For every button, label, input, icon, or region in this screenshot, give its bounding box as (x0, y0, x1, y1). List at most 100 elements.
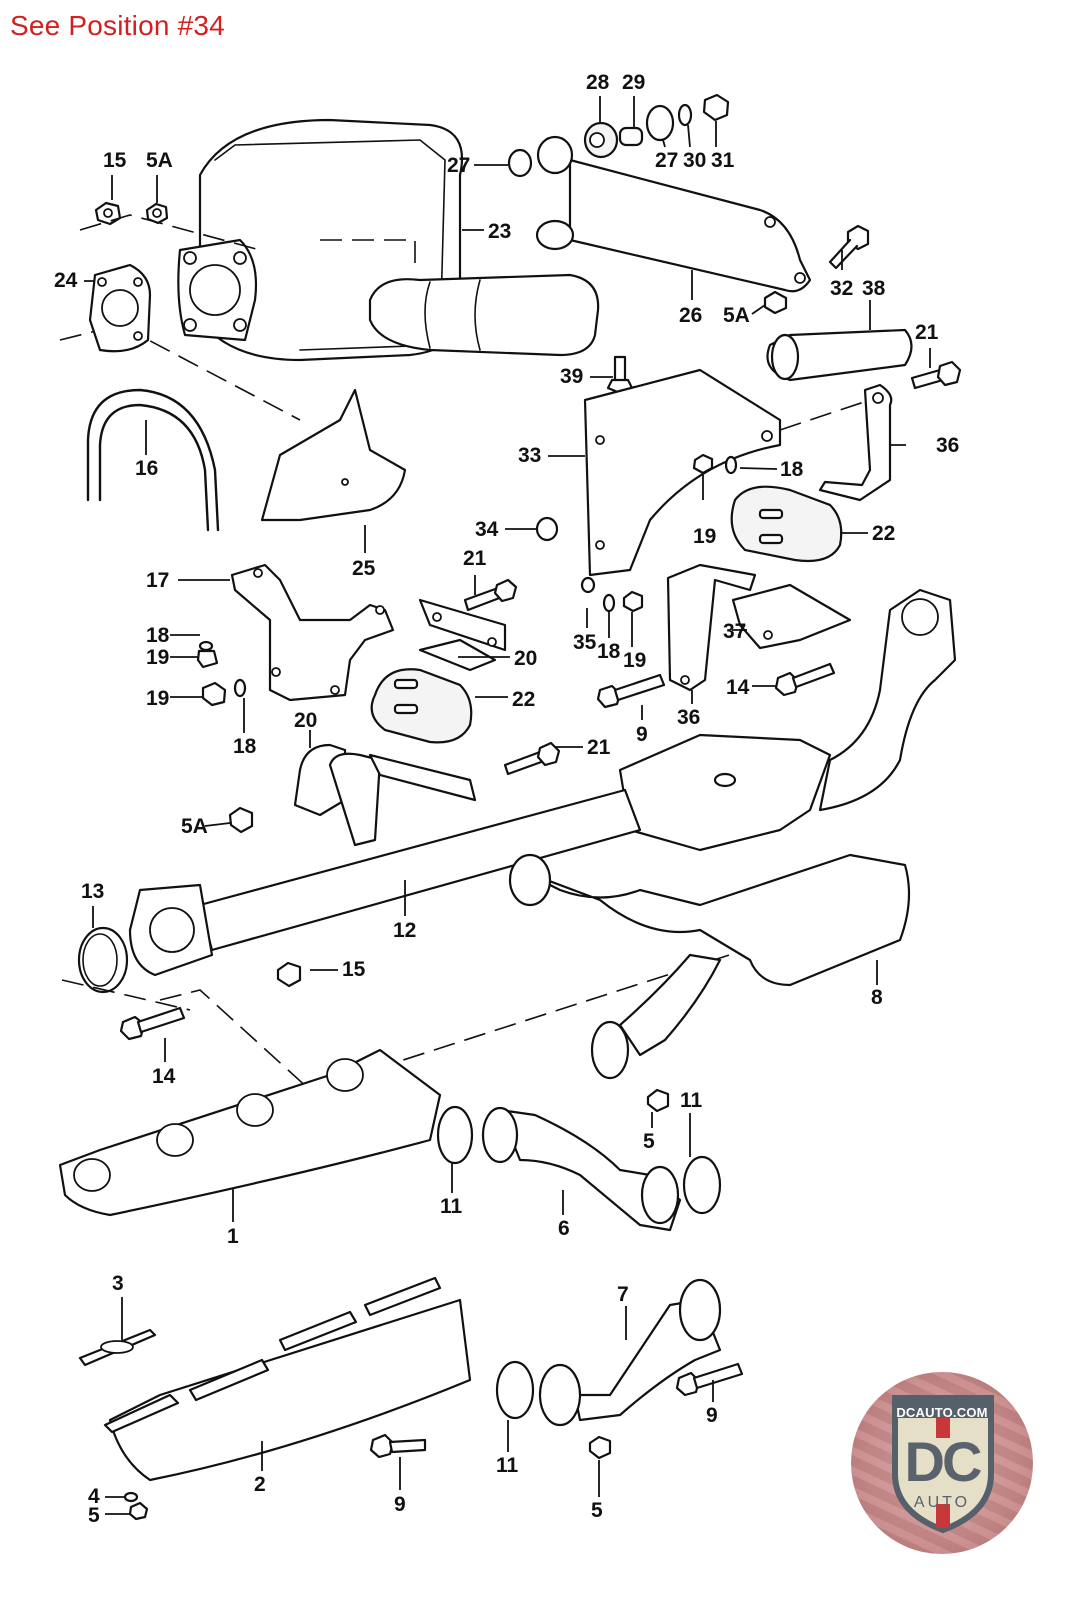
bracket-36-top (818, 383, 893, 502)
callout-27: 27 (447, 154, 471, 177)
callout-11: 11 (496, 1454, 519, 1477)
nut-15-low (276, 961, 302, 988)
callout-32: 32 (830, 277, 854, 300)
callout-19: 19 (146, 646, 170, 669)
callout-18: 18 (597, 640, 621, 663)
callout-5: 5 (643, 1130, 655, 1153)
callout-14: 14 (152, 1065, 176, 1088)
exhaust-manifold-1 (58, 1048, 442, 1217)
callout-36: 36 (936, 434, 960, 457)
nut-5-left (128, 1501, 149, 1521)
callout-3: 3 (112, 1272, 124, 1295)
callout-5a: 5A (723, 304, 750, 327)
callout-35: 35 (573, 631, 597, 654)
callout-36: 36 (677, 706, 701, 729)
heat-shield-25 (260, 388, 407, 522)
callout-23: 23 (488, 220, 512, 243)
callout-37: 37 (723, 620, 747, 643)
callout-5a: 5A (181, 815, 208, 838)
lock-washer-30 (677, 103, 693, 127)
gasket-3 (78, 1328, 157, 1367)
callout-12: 12 (393, 919, 417, 942)
nut-31 (702, 93, 730, 122)
center-muffler-8 (508, 853, 911, 1080)
callout-13: 13 (81, 880, 105, 903)
nut-19-left-b (201, 681, 227, 707)
bolt-21-low (503, 741, 561, 776)
callout-19: 19 (693, 525, 717, 548)
bushing-28 (583, 121, 619, 159)
bolt-9-left (369, 1433, 427, 1459)
callout-38: 38 (862, 277, 886, 300)
callout-21: 21 (587, 736, 611, 759)
washer-27b (645, 104, 675, 142)
callout-9: 9 (394, 1493, 406, 1516)
callout-29: 29 (622, 71, 646, 94)
callout-9: 9 (636, 723, 648, 746)
callout-20: 20 (294, 709, 318, 732)
callout-6: 6 (558, 1217, 570, 1240)
bolt-9-right (675, 1362, 744, 1397)
bolt-14-right (774, 662, 836, 697)
callout-24: 24 (54, 269, 78, 292)
callout-22: 22 (512, 688, 536, 711)
gasket-11-c (495, 1360, 535, 1420)
center-pipe-12 (198, 788, 642, 952)
sleeve-29 (618, 126, 644, 147)
washer-18-upper (724, 455, 738, 475)
callout-18: 18 (233, 735, 257, 758)
callout-21: 21 (915, 321, 939, 344)
callout-39: 39 (560, 365, 584, 388)
callout-5a: 5A (146, 149, 173, 172)
clamp-20-lower (293, 743, 477, 847)
tailpipe-tip-38 (766, 328, 913, 382)
gasket-11-b (682, 1155, 722, 1215)
callout-27: 27 (655, 149, 679, 172)
dcauto-logo: DCAUTO.COM DC AUTO (851, 1372, 1033, 1554)
nut-5-right (588, 1435, 612, 1460)
shield-icon (892, 1395, 994, 1534)
callout-1: 1 (227, 1225, 239, 1248)
callout-2: 2 (254, 1473, 266, 1496)
washer-18-left-b (233, 678, 247, 698)
gasket-24 (88, 263, 152, 353)
callout-15: 15 (103, 149, 127, 172)
washer-18-mid (602, 593, 616, 613)
logo-auto-text: AUTO (913, 1494, 971, 1511)
see-position-note: See Position #34 (10, 10, 225, 41)
nut-19-mid (622, 590, 644, 613)
callout-30: 30 (683, 149, 707, 172)
seal-ring-13 (77, 926, 129, 994)
nut-5a-low (228, 806, 254, 834)
nut-19-left-a (196, 649, 219, 669)
callout-5: 5 (88, 1504, 100, 1527)
callout-15: 15 (342, 958, 366, 981)
callout-22: 22 (872, 522, 896, 545)
callout-11: 11 (440, 1195, 463, 1218)
bracket-37 (731, 583, 852, 650)
callout-18: 18 (146, 624, 170, 647)
washer-35 (580, 576, 596, 594)
callout-31: 31 (711, 149, 735, 172)
nut-5a-mid (763, 290, 788, 315)
callout-19: 19 (146, 687, 170, 710)
callout-17: 17 (146, 569, 170, 592)
callout-20: 20 (514, 647, 538, 670)
callout-34: 34 (475, 518, 499, 541)
pipe-6 (481, 1106, 682, 1232)
callout-26: 26 (679, 304, 703, 327)
clamp-20-upper (418, 598, 507, 672)
washer-4 (123, 1491, 139, 1503)
callout-33: 33 (518, 444, 542, 467)
callout-28: 28 (586, 71, 610, 94)
washer-34 (535, 516, 559, 542)
callout-7: 7 (617, 1283, 629, 1306)
bolt-32 (828, 224, 870, 270)
callout-25: 25 (352, 557, 376, 580)
flange-12 (128, 883, 214, 977)
callout-11: 11 (680, 1089, 703, 1112)
pipe-7 (538, 1278, 722, 1427)
callout-5: 5 (591, 1499, 603, 1522)
gasket-11-a (436, 1105, 474, 1165)
